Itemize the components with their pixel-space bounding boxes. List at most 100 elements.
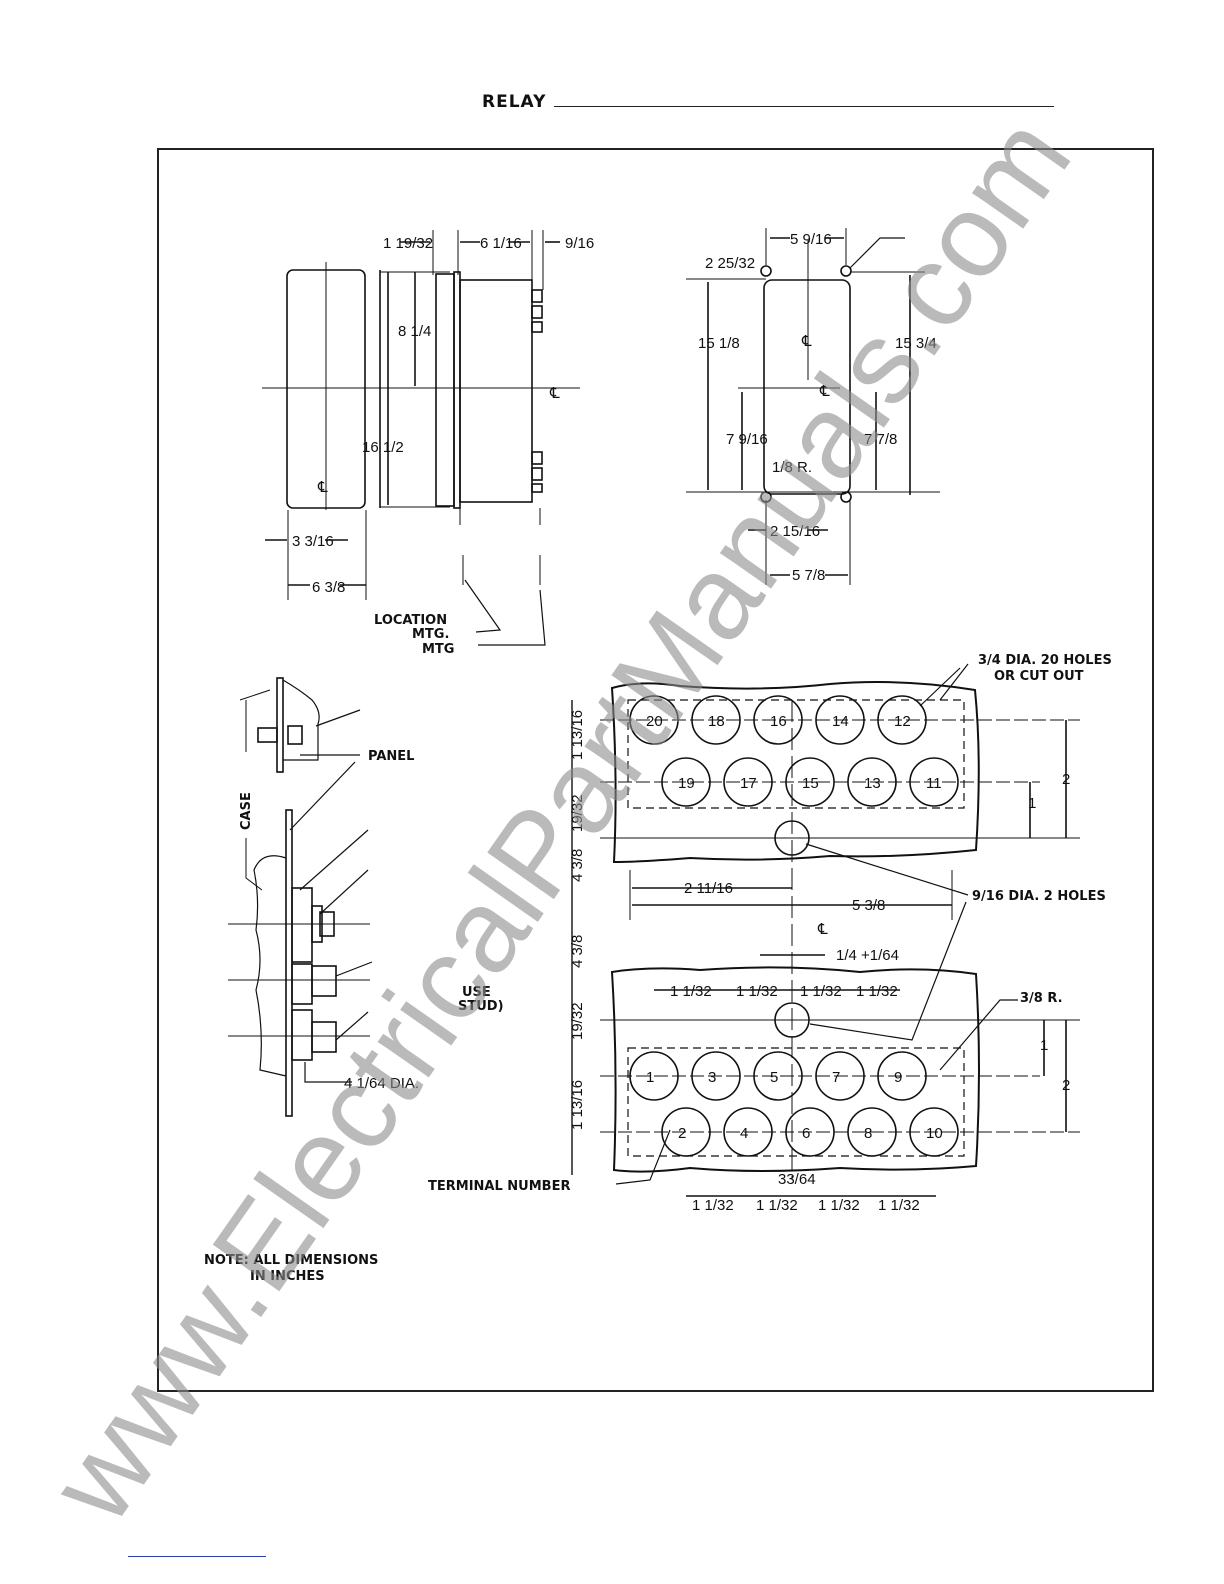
dim-pitch-bottom-3: 1 1/32 xyxy=(818,1197,860,1214)
terminal-number: 11 xyxy=(926,775,942,792)
dim-pitch-bottom-2: 1 1/32 xyxy=(756,1197,798,1214)
side-cover-centerline-symbol: ℄ xyxy=(317,479,328,496)
use-stud-label-2: STUD) xyxy=(458,999,504,1014)
cutout-centerline-symbol: ℄ xyxy=(817,921,828,938)
dim-pitch-bottom-1: 1 1/32 xyxy=(692,1197,734,1214)
dim-row-1-bottom: 1 xyxy=(1040,1037,1048,1054)
note-line-2: IN INCHES xyxy=(250,1269,325,1284)
dim-1-4-plus-1-64: 1/4 +1/64 xyxy=(836,947,899,964)
dim-pitch-top-2: 1 1/32 xyxy=(736,983,778,1000)
terminal-number: 15 xyxy=(802,775,819,792)
holes-2-label: 9/16 DIA. 2 HOLES xyxy=(972,889,1106,904)
terminal-number: 2 xyxy=(678,1125,686,1142)
relay-name-blank-line xyxy=(554,106,1054,107)
case-label: CASE xyxy=(239,792,254,830)
terminal-number: 8 xyxy=(864,1125,872,1142)
dim-6-1-16: 6 1/16 xyxy=(480,235,522,252)
location-label: LOCATION xyxy=(374,613,447,628)
dim-33-64: 33/64 xyxy=(778,1171,816,1188)
terminal-hole xyxy=(909,1107,959,1157)
terminal-number: 1 xyxy=(646,1069,654,1086)
mtg-label-2: MTG xyxy=(422,642,454,657)
dim-4-1-64-dia: 4 1/64 DIA. xyxy=(344,1075,419,1092)
front-view: ℄ ℄ 2 25/32 5 9/16 15 1/8 15 3/4 7 9/16 … xyxy=(686,228,940,585)
relay-front-outline xyxy=(763,279,851,495)
terminal-hole xyxy=(691,695,741,745)
side-centerline-symbol: ℄ xyxy=(549,385,560,402)
terminal-number: 20 xyxy=(646,713,663,730)
holes-20-label: 3/4 DIA. 20 HOLES xyxy=(978,653,1112,668)
terminal-block xyxy=(291,887,313,963)
dim-16-1-2: 16 1/2 xyxy=(362,439,404,456)
dim-5-3-8: 5 3/8 xyxy=(852,897,885,914)
dim-pitch-top-4: 1 1/32 xyxy=(856,983,898,1000)
relay-label: RELAY xyxy=(482,92,547,112)
terminal-number: 4 xyxy=(740,1125,748,1142)
terminal-number: 16 xyxy=(770,713,787,730)
dim-1-19-32: 1 19/32 xyxy=(383,235,433,252)
dim-2-11-16: 2 11/16 xyxy=(684,880,733,897)
terminal-hole xyxy=(661,1107,711,1157)
terminal-number: 7 xyxy=(832,1069,840,1086)
dim-1-13-16-bottom: 1 13/16 xyxy=(569,1080,586,1130)
dim-15-3-4: 15 3/4 xyxy=(895,335,937,352)
dim-15-1-8: 15 1/8 xyxy=(698,335,740,352)
terminal-number-label: TERMINAL NUMBER xyxy=(428,1179,570,1194)
dim-19-32-bottom: 19/32 xyxy=(569,1002,586,1040)
terminal-hole xyxy=(847,757,897,807)
drawing-frame xyxy=(157,148,1154,1392)
terminal-number: 17 xyxy=(740,775,757,792)
terminal-number: 6 xyxy=(802,1125,810,1142)
terminal-number: 12 xyxy=(894,713,911,730)
mounting-hole-bottom xyxy=(774,1002,810,1038)
dim-2-25-32: 2 25/32 xyxy=(705,255,755,272)
dim-row-2-top: 2 xyxy=(1062,771,1070,788)
dim-1-8-radius: 1/8 R. xyxy=(772,459,812,476)
dim-pitch-top-3: 1 1/32 xyxy=(800,983,842,1000)
terminal-number: 5 xyxy=(770,1069,778,1086)
note-line-1: NOTE: ALL DIMENSIONS xyxy=(204,1253,378,1268)
dim-1-13-16-top: 1 13/16 xyxy=(569,710,586,760)
terminal-hole xyxy=(909,757,959,807)
mounting-hole-top xyxy=(774,820,810,856)
dim-2-15-16: 2 15/16 xyxy=(770,523,820,540)
terminal-number: 13 xyxy=(864,775,881,792)
terminal-hole xyxy=(785,1107,835,1157)
dim-5-7-8: 5 7/8 xyxy=(792,567,825,584)
terminal-number: 3 xyxy=(708,1069,716,1086)
radius-3-8-label: 3/8 R. xyxy=(1020,991,1063,1006)
mounting-hole-tr xyxy=(840,265,852,277)
cutout-bottom-outline xyxy=(610,966,980,1173)
terminal-number: 14 xyxy=(832,713,849,730)
panel-section-lower xyxy=(285,809,293,1117)
mounting-hole-tl xyxy=(760,265,772,277)
terminal-hole xyxy=(691,1051,741,1101)
dim-9-16: 9/16 xyxy=(565,235,594,252)
dim-7-9-16: 7 9/16 xyxy=(726,431,768,448)
terminal-hole xyxy=(723,1107,773,1157)
mtg-label-1: MTG. xyxy=(412,627,449,642)
dim-pitch-bottom-4: 1 1/32 xyxy=(878,1197,920,1214)
dim-4-3-8-b: 4 3/8 xyxy=(569,935,586,968)
use-stud-label-1: USE xyxy=(462,985,491,1000)
terminal-hole xyxy=(629,695,679,745)
terminal-number: 19 xyxy=(678,775,695,792)
terminal-hole xyxy=(815,1051,865,1101)
dim-6-3-8: 6 3/8 xyxy=(312,579,345,596)
terminal-number: 10 xyxy=(926,1125,943,1142)
dim-row-2-bottom: 2 xyxy=(1062,1077,1070,1094)
dim-7-7-8: 7 7/8 xyxy=(864,431,897,448)
dim-8-1-4: 8 1/4 xyxy=(398,323,431,340)
panel-mounting-detail: PANEL CASE USE STUD) 4 1/64 DIA. xyxy=(228,677,504,1117)
terminal-number: 18 xyxy=(708,713,725,730)
terminal-hole xyxy=(785,757,835,807)
front-centerline-symbol-2: ℄ xyxy=(819,383,830,400)
dim-pitch-top-1: 1 1/32 xyxy=(670,983,712,1000)
terminal-hole xyxy=(629,1051,679,1101)
dim-3-3-16: 3 3/16 xyxy=(292,533,334,550)
terminal-hole xyxy=(661,757,711,807)
terminal-hole xyxy=(815,695,865,745)
side-view: ℄ ℄ 1 19/32 6 1/16 9/16 8 1/4 16 1/2 3 3… xyxy=(262,230,594,657)
